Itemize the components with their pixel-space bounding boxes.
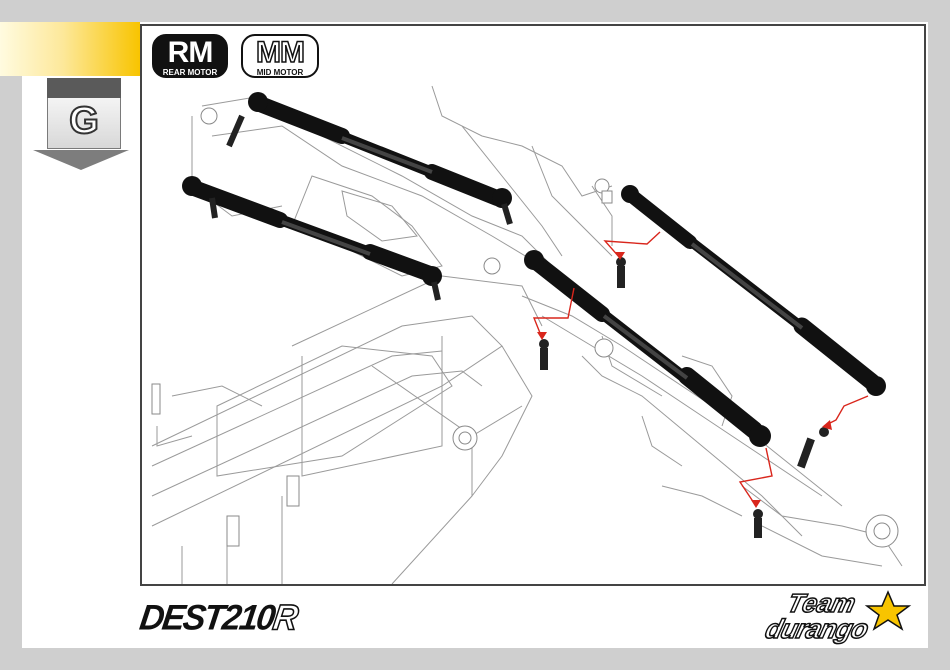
model-logo: DEST210R	[137, 597, 299, 639]
chassis-line-art	[152, 86, 902, 584]
section-tab	[0, 22, 140, 76]
turnbuckle-upper-left	[229, 92, 512, 224]
brand-logo-line2: durango	[762, 614, 871, 645]
step-indicator-bar	[47, 78, 121, 98]
step-indicator: G	[47, 78, 121, 148]
assembly-arrows	[534, 232, 868, 506]
chassis-details	[152, 108, 898, 547]
assembly-illustration	[142, 26, 924, 584]
model-logo-main: DEST210	[137, 598, 276, 638]
brand-logo: Team durango	[762, 588, 922, 646]
step-letter: G	[47, 100, 121, 143]
down-arrow-icon	[33, 150, 129, 170]
